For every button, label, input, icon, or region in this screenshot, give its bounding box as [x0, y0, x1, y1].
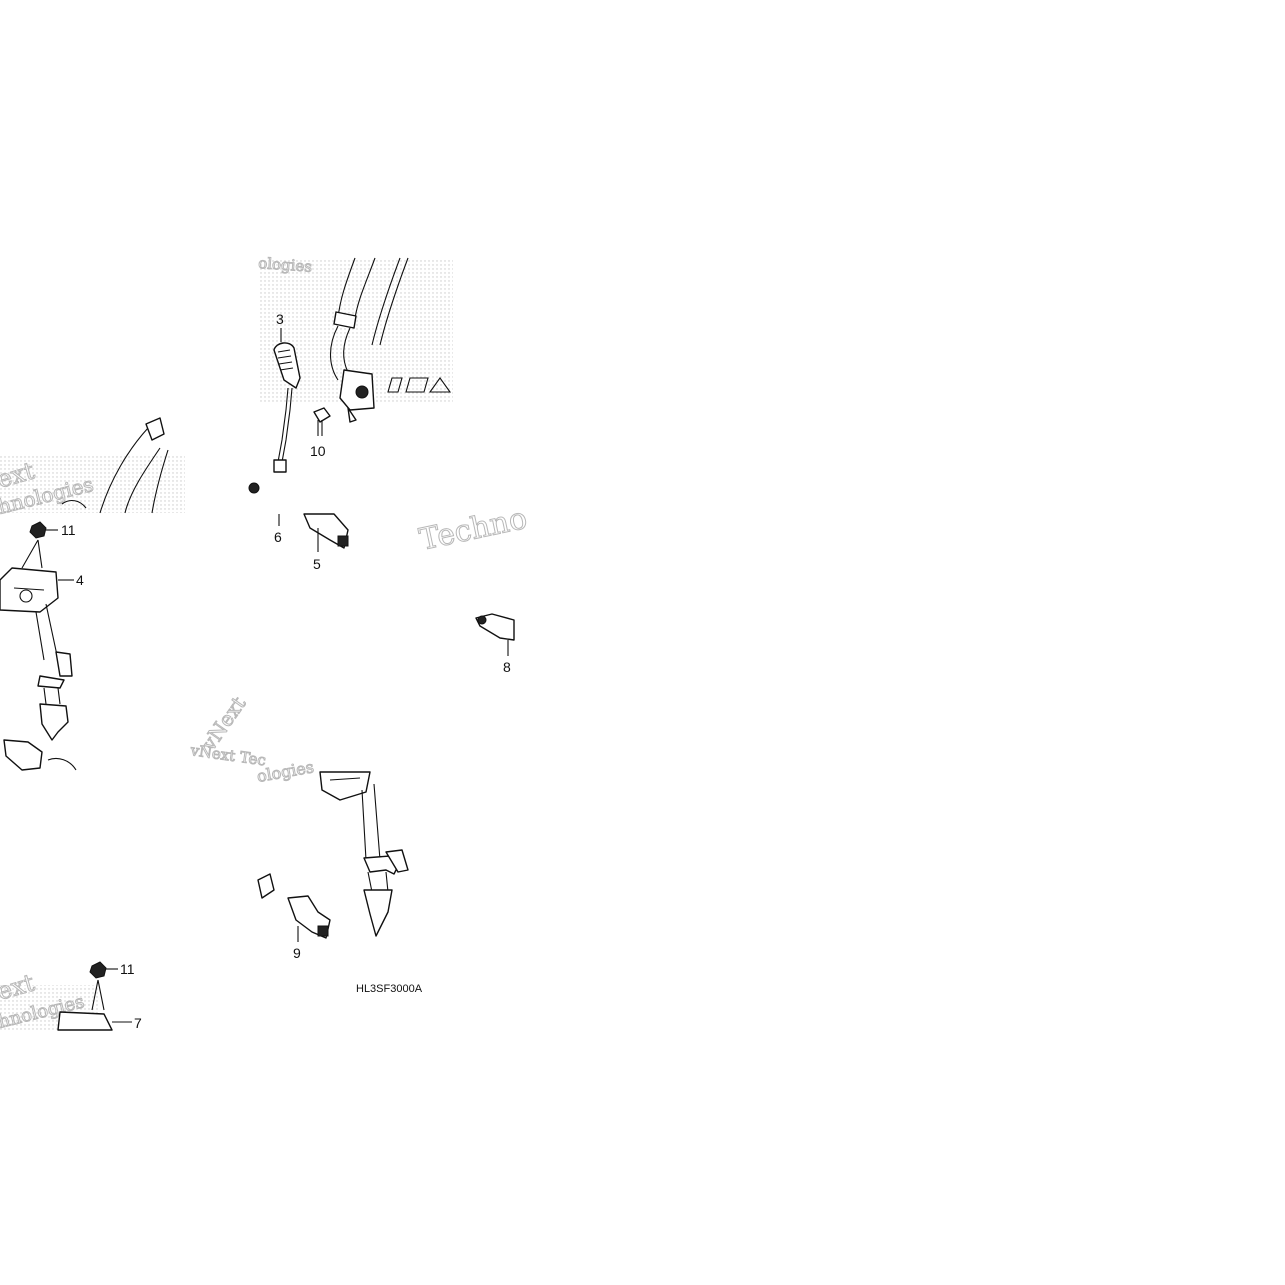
watermark-1: ologies — [258, 254, 313, 276]
callout-8: 8 — [503, 659, 511, 675]
diagram-code: HL3SF3000A — [356, 983, 423, 995]
leader-11-lower-split — [91, 979, 105, 1011]
seat-belt-buckle-9 — [287, 895, 331, 939]
seat-belt-buckle-right — [475, 613, 515, 641]
callout-6: 6 — [274, 529, 282, 545]
seat-belt-buckle-upper — [303, 513, 349, 549]
nut-11-upper — [29, 521, 47, 539]
seat-belt-retractor-lower — [319, 771, 409, 937]
bolt — [313, 407, 331, 436]
callout-3: 3 — [276, 311, 284, 327]
seat-belt-buckle-left — [3, 739, 77, 771]
callout-5: 5 — [313, 556, 321, 572]
seat-belt-retractor-7 — [57, 1011, 113, 1031]
watermark-4: Techno — [416, 501, 530, 558]
buckle-fragment — [257, 873, 275, 899]
callout-7: 7 — [134, 1015, 142, 1031]
watermark-5: vNext Tec — [188, 741, 267, 770]
nut-small — [248, 482, 260, 494]
callout-4: 4 — [76, 572, 84, 588]
seat-belt-retractor-4 — [0, 567, 73, 741]
callout-11-lower: 11 — [120, 961, 135, 977]
seat-belt-retractor-upper — [329, 257, 409, 423]
leader-11-upper-split — [21, 539, 43, 569]
honda-logo-outline — [387, 377, 452, 393]
seat-belt-webbing-left — [61, 417, 169, 514]
seat-belt-anchor — [273, 342, 301, 473]
nut-11-lower — [89, 961, 107, 979]
callout-10: 10 — [310, 443, 326, 459]
callout-9: 9 — [293, 945, 301, 961]
callout-11-upper: 11 — [61, 522, 76, 538]
